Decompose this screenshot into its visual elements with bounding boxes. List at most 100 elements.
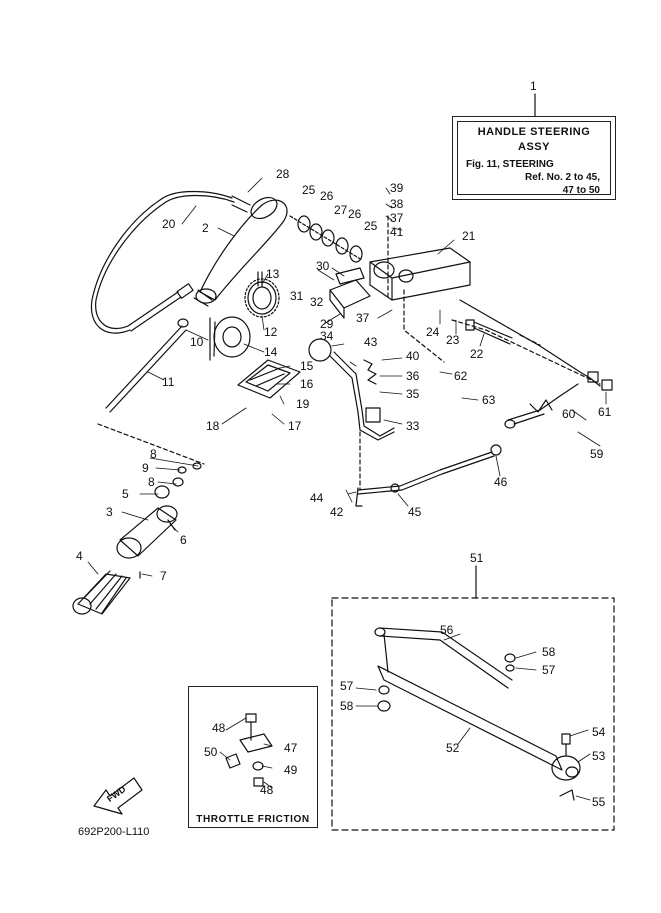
callout: 57 [542,663,556,677]
callout: 38 [390,197,404,211]
callout: 25 [302,183,316,197]
fwd-arrow-icon [93,777,143,815]
callout: 8 [150,447,157,461]
callout: 7 [160,569,167,583]
callout: 31 [290,289,304,303]
bracket-drawing [369,247,471,301]
callout: 34 [320,329,334,343]
callout: 5 [122,487,129,501]
assembly-51-box [331,597,615,831]
callout: 32 [310,295,324,309]
callout: 20 [162,217,176,231]
callout: 2 [202,221,209,235]
callout-numbers: 1 2 3 4 5 6 7 8 8 9 10 11 12 13 14 15 16… [76,79,612,809]
callout: 36 [406,369,420,383]
callout: 37 [390,211,404,225]
reference-fig-line: Fig. 11, STEERING [466,159,554,170]
callout: 25 [364,219,378,233]
callout: 29 [320,317,334,331]
callout: 14 [264,345,278,359]
throttle-friction-title: THROTTLE FRICTION [196,814,310,825]
grip-assembly-drawing [72,462,202,615]
plate-drawing [237,359,301,399]
callout: 17 [288,419,302,433]
callout: 52 [446,741,460,755]
callout: 16 [300,377,314,391]
callout: 44 [310,491,324,505]
callout: 4 [76,549,83,563]
callout: 24 [426,325,440,339]
lever-drawing [308,338,395,441]
callout: 12 [264,325,278,339]
callout: 39 [390,181,404,195]
callout: 42 [330,505,344,519]
callout: 11 [162,375,175,389]
callout: 55 [592,795,606,809]
callout: 6 [180,533,187,547]
callout: 48 [260,783,274,797]
callout: 41 [390,225,404,239]
callout: 23 [446,333,460,347]
reference-title-line1: HANDLE STEERING [477,126,591,138]
callout-leaders [87,177,607,801]
callout: 26 [320,189,334,203]
callout: 62 [454,369,468,383]
callout: 53 [592,749,606,763]
callout: 33 [406,419,420,433]
callout: 9 [142,461,149,475]
callout: 1 [530,79,537,93]
shaft-leader [97,423,205,465]
callout: 59 [590,447,604,461]
throttle-cable-end-drawing [459,299,613,429]
callout: 3 [106,505,113,519]
callout: 35 [406,387,420,401]
callout: 27 [334,203,348,217]
throttle-friction-box [188,686,318,828]
callout: 30 [316,259,330,273]
throttle-cable-drawing [90,190,251,334]
callout: 21 [462,229,476,243]
callout: 61 [598,405,612,419]
callout: 18 [206,419,220,433]
callout: 60 [562,407,576,421]
callout: 57 [340,679,354,693]
callout: 28 [276,167,290,181]
friction-disc-drawing [209,316,251,361]
handle-body-drawing [193,196,288,307]
callout: 50 [204,745,218,759]
reference-title-line2: ASSY [518,141,550,153]
callout: 8 [148,475,155,489]
callout: 13 [266,267,280,281]
callout: 56 [440,623,454,637]
callout: 19 [296,397,310,411]
callout: 58 [542,645,556,659]
callout: 15 [300,359,314,373]
bar-52-drawing [374,627,581,801]
reference-box [452,116,616,200]
reference-ref-line1: Ref. No. 2 to 45, [524,172,600,183]
part-code: 692P200-L110 [78,826,150,838]
link-rod-drawing [355,444,502,507]
leader-lines [359,215,601,491]
washer-stack-drawing [289,215,363,263]
callout: 47 [284,741,298,755]
shaft-drawing [105,318,189,413]
callout: 46 [494,475,508,489]
block-drawing [329,267,371,319]
callout: 58 [340,699,354,713]
callout: 43 [364,335,378,349]
callout: 40 [406,349,420,363]
callout: 37 [356,311,370,325]
callout: 51 [470,551,484,565]
callout: 54 [592,725,606,739]
callout: 10 [190,335,204,349]
callout: 26 [348,207,362,221]
callout: 22 [470,347,484,361]
callout: 48 [212,721,226,735]
callout: 63 [482,393,496,407]
reference-box-inner [457,121,611,195]
callout: 45 [408,505,422,519]
reference-ref-line2: 47 to 50 [562,185,600,196]
bolt-drawing [465,319,513,345]
